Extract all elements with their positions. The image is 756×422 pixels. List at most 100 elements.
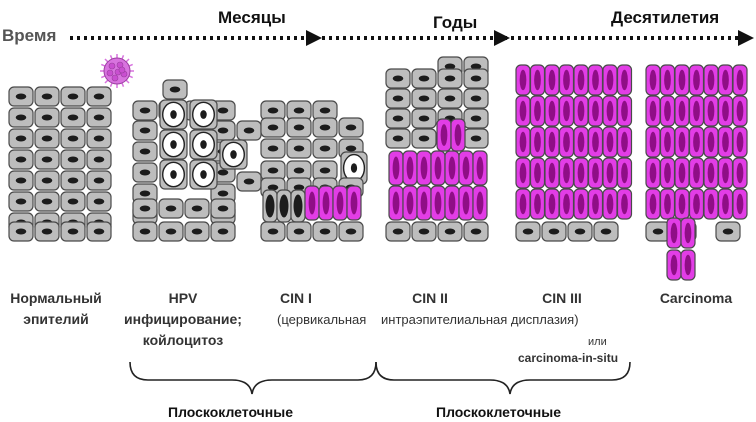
right-brace — [375, 361, 631, 395]
stage-cin3-alt: carcinoma-in-situ — [518, 351, 619, 365]
dysplastic-cell — [645, 157, 661, 189]
gray-cell — [385, 221, 411, 242]
dysplastic-cell — [529, 157, 546, 189]
dysplastic-cell — [558, 188, 575, 220]
dysplastic-cell — [558, 95, 575, 127]
time-label: Время — [2, 26, 57, 45]
dysplastic-cell — [688, 126, 705, 158]
dysplastic-cell — [472, 150, 488, 186]
koilocyte-cell — [189, 129, 218, 160]
dysplastic-cell — [674, 126, 690, 158]
gray-cell — [312, 100, 338, 121]
koilocyte-cell — [159, 129, 188, 160]
gray-cell — [60, 107, 86, 128]
koilocyte-cell — [340, 151, 368, 185]
dysplastic-cell — [703, 188, 719, 220]
dysplastic-cell — [587, 188, 604, 220]
dysplastic-cell — [717, 188, 734, 220]
dysplastic-cell — [436, 118, 452, 152]
arrow-decades-icon — [738, 30, 754, 46]
left-brace-label: Плоскоклеточные — [168, 404, 293, 420]
stage-hpv-title: HPV — [168, 290, 198, 306]
dysplastic-cell — [674, 188, 690, 220]
dark-basal-cell — [276, 189, 292, 223]
dysplastic-cell — [717, 95, 734, 127]
dysplastic-cell — [529, 188, 546, 220]
dysplastic-cell — [430, 185, 446, 221]
gray-cell — [411, 108, 437, 129]
dysplastic-cell — [645, 126, 661, 158]
dysplastic-cell — [674, 95, 690, 127]
dysplastic-cell — [616, 95, 633, 127]
dysplastic-cell — [602, 157, 618, 189]
gray-cell — [86, 221, 112, 242]
dysplastic-cell — [688, 188, 705, 220]
dysplastic-cell — [515, 95, 531, 127]
gray-cell — [385, 128, 411, 149]
gray-cell — [60, 149, 86, 170]
gray-cell — [60, 128, 86, 149]
dysplastic-cell — [602, 64, 618, 96]
gray-cell — [312, 160, 338, 181]
gray-cell — [312, 138, 338, 159]
gray-cell — [86, 191, 112, 212]
dysplastic-cell — [544, 188, 560, 220]
right-brace-label: Плоскоклеточные — [436, 404, 561, 420]
dysplastic-cell — [674, 64, 690, 96]
dysplastic-cell — [659, 95, 676, 127]
gray-cell — [286, 138, 312, 159]
dysplastic-cell — [587, 64, 604, 96]
gray-cell — [158, 221, 184, 242]
dysplastic-cell — [515, 126, 531, 158]
dysplastic-cell — [388, 150, 404, 186]
dysplastic-cell — [416, 185, 432, 221]
hpv-virus-icon — [100, 54, 134, 88]
dysplastic-cell — [458, 185, 474, 221]
dysplastic-cell — [602, 95, 618, 127]
gray-cell — [60, 86, 86, 107]
dysplastic-cell — [688, 157, 705, 189]
gray-cell — [260, 221, 286, 242]
dysplastic-cell — [388, 185, 404, 221]
gray-cell — [338, 221, 364, 242]
gray-cell — [34, 191, 60, 212]
dysplastic-cell — [587, 126, 604, 158]
gray-cell — [8, 149, 34, 170]
decades-label: Десятилетия — [611, 8, 720, 27]
gray-cell — [437, 88, 463, 109]
dysplastic-cell — [703, 126, 719, 158]
gray-cell — [312, 117, 338, 138]
gray-cell — [515, 221, 541, 242]
dysplastic-cell — [416, 150, 432, 186]
gray-cell — [385, 108, 411, 129]
dysplastic-cell — [666, 217, 682, 249]
dysplastic-cell — [732, 64, 748, 96]
dysplastic-cell — [444, 185, 460, 221]
dysplastic-cell — [732, 95, 748, 127]
gray-cell — [286, 100, 312, 121]
gray-cell — [463, 88, 489, 109]
timeline — [70, 30, 754, 46]
gray-cell — [60, 191, 86, 212]
stage-cin3-or: или — [588, 336, 607, 348]
stage-hpv-title2: инфицирование; — [124, 311, 242, 327]
hpv-infected-cells — [132, 79, 262, 242]
dysplastic-cell — [645, 188, 661, 220]
koilocyte-cell — [189, 99, 218, 130]
gray-cell — [385, 68, 411, 89]
dysplastic-cell — [544, 157, 560, 189]
dysplastic-cell — [616, 188, 633, 220]
cin1-cells — [260, 100, 368, 242]
dysplastic-cell — [544, 95, 560, 127]
dysplastic-cell — [573, 126, 589, 158]
gray-cell — [184, 198, 210, 219]
gray-cell — [132, 120, 158, 141]
dysplastic-cell — [304, 185, 320, 221]
koilocyte-cell — [159, 159, 188, 190]
dark-basal-cell — [262, 189, 278, 223]
dysplastic-cell — [458, 150, 474, 186]
dysplastic-cell — [703, 157, 719, 189]
cin3-cells — [515, 64, 633, 242]
stage-cin1-subtitle: (цервикальная — [277, 312, 367, 327]
